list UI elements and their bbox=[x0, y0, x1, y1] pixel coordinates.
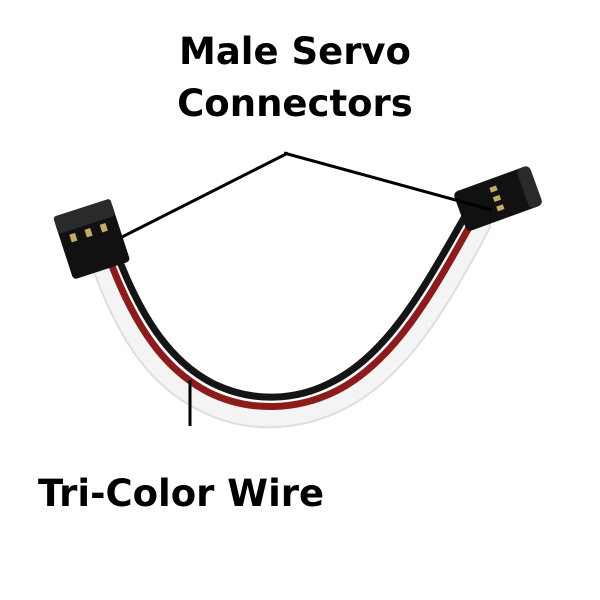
pin-icon bbox=[84, 227, 93, 238]
pin-icon bbox=[489, 185, 498, 193]
connectors-label: Male Servo Connectors bbox=[150, 26, 440, 130]
callout-lines bbox=[119, 151, 493, 426]
tri-color-wire bbox=[93, 214, 491, 429]
callout-right-connector bbox=[283, 151, 493, 212]
connectors-label-line1: Male Servo bbox=[179, 30, 411, 73]
pin-icon bbox=[99, 223, 108, 233]
left-male-connector bbox=[53, 199, 130, 279]
connectors-label-line2: Connectors bbox=[177, 82, 413, 125]
pin-icon bbox=[496, 204, 505, 212]
callout-left-connector bbox=[119, 151, 289, 240]
right-male-connector bbox=[454, 166, 542, 231]
pin-icon bbox=[492, 194, 502, 202]
wire-label: Tri-Color Wire bbox=[38, 472, 325, 515]
pin-icon bbox=[69, 232, 78, 243]
